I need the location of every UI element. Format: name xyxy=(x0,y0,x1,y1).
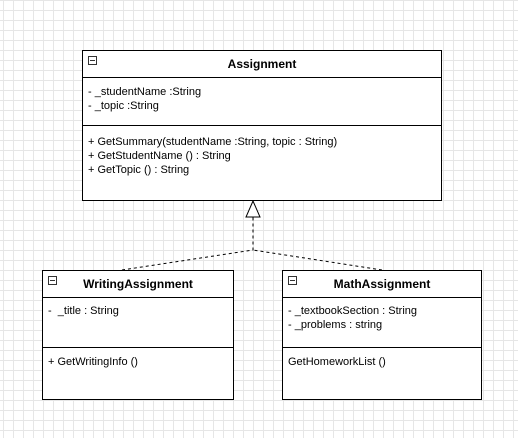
writing-realization-line[interactable] xyxy=(121,217,254,271)
operation: + GetStudentName () : String xyxy=(88,150,231,162)
operations-section[interactable]: GetHomeworkList () xyxy=(283,348,481,369)
attribute: - _title : String xyxy=(48,305,119,317)
operation: + GetTopic () : String xyxy=(88,164,190,176)
operation: + GetWritingInfo () xyxy=(48,356,138,368)
class-header[interactable]: WritingAssignment xyxy=(43,271,233,298)
operations-section[interactable]: + GetSummary(studentName :String, topic … xyxy=(83,126,441,177)
math-realization-line[interactable] xyxy=(252,249,383,271)
class-header[interactable]: Assignment xyxy=(83,51,441,78)
attribute: - _textbookSection : String xyxy=(288,305,418,317)
collapse-icon[interactable] xyxy=(288,276,297,285)
attribute: - _topic :String xyxy=(88,100,159,112)
class-assignment[interactable]: Assignment - _studentName :String - _top… xyxy=(82,50,442,201)
attribute: - _problems : string xyxy=(288,319,383,331)
attributes-section[interactable]: - _textbookSection : String - _problems … xyxy=(283,298,481,348)
operation: + GetSummary(studentName :String, topic … xyxy=(88,136,338,148)
class-math-assignment[interactable]: MathAssignment - _textbookSection : Stri… xyxy=(282,270,482,400)
class-writing-assignment[interactable]: WritingAssignment - _title : String + Ge… xyxy=(42,270,234,400)
realization-arrowhead xyxy=(245,199,261,218)
class-name: WritingAssignment xyxy=(83,277,193,291)
attributes-section[interactable]: - _studentName :String - _topic :String xyxy=(83,78,441,126)
operations-section[interactable]: + GetWritingInfo () xyxy=(43,348,233,369)
attribute: - _studentName :String xyxy=(88,86,202,98)
attributes-section[interactable]: - _title : String xyxy=(43,298,233,348)
class-header[interactable]: MathAssignment xyxy=(283,271,481,298)
collapse-icon[interactable] xyxy=(88,56,97,65)
collapse-icon[interactable] xyxy=(48,276,57,285)
operation: GetHomeworkList () xyxy=(288,356,386,368)
class-name: Assignment xyxy=(227,57,297,71)
class-name: MathAssignment xyxy=(333,277,431,291)
